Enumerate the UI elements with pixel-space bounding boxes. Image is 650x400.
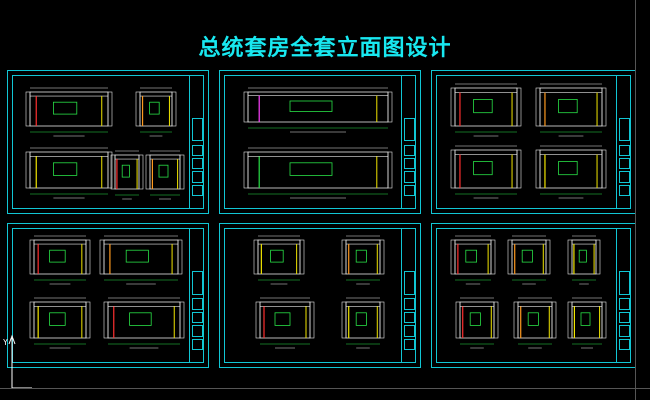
title-block-cell [619, 144, 630, 157]
title-block-cell [192, 158, 203, 170]
title-block-cell [619, 171, 630, 183]
title-block-cell [192, 311, 203, 324]
ucs-axis-icon [4, 332, 34, 392]
title-block-cell [192, 298, 203, 310]
title-block-cell [404, 117, 415, 142]
sheet-border [224, 228, 416, 363]
title-block-cell [404, 158, 415, 170]
title-block-cell [619, 158, 630, 170]
sheet-border [436, 75, 631, 209]
title-block [189, 228, 204, 363]
title-block-cell [404, 298, 415, 310]
title-block-cell [192, 171, 203, 183]
title-block-cell [192, 117, 203, 142]
title-block-cell [404, 325, 415, 337]
title-block [616, 228, 631, 363]
title-block-cell [192, 144, 203, 157]
title-block-cell [619, 338, 630, 351]
title-block-cell [404, 184, 415, 197]
title-block-cell [192, 271, 203, 295]
title-block-cell [404, 311, 415, 324]
title-block-cell [619, 325, 630, 337]
title-block-cell [192, 325, 203, 337]
sheet-border [436, 228, 631, 363]
title-block-cell [404, 338, 415, 351]
title-block [189, 75, 204, 209]
model-reference-line [0, 388, 650, 389]
sheet-border [12, 75, 204, 209]
elevation-sheet-2[interactable] [219, 70, 421, 214]
title-block-cell [192, 184, 203, 197]
title-block-cell [619, 298, 630, 310]
title-block-cell [619, 311, 630, 324]
sheet-border [12, 228, 204, 363]
viewport-edge-line [635, 0, 636, 400]
elevation-sheet-3[interactable] [431, 70, 636, 214]
title-block-cell [619, 271, 630, 295]
title-block [401, 228, 416, 363]
drawing-title: 总统套房全套立面图设计 [198, 36, 452, 61]
title-block-cell [192, 338, 203, 351]
elevation-sheet-4[interactable] [7, 223, 209, 368]
title-block-cell [619, 117, 630, 142]
title-block-cell [404, 171, 415, 183]
elevation-sheet-6[interactable] [431, 223, 636, 368]
title-block-cell [619, 184, 630, 197]
ucs-y-label: Y [3, 338, 8, 347]
title-block [616, 75, 631, 209]
title-block-cell [404, 271, 415, 295]
title-block-cell [404, 144, 415, 157]
title-block [401, 75, 416, 209]
sheet-border [224, 75, 416, 209]
elevation-sheet-1[interactable] [7, 70, 209, 214]
elevation-sheet-5[interactable] [219, 223, 421, 368]
